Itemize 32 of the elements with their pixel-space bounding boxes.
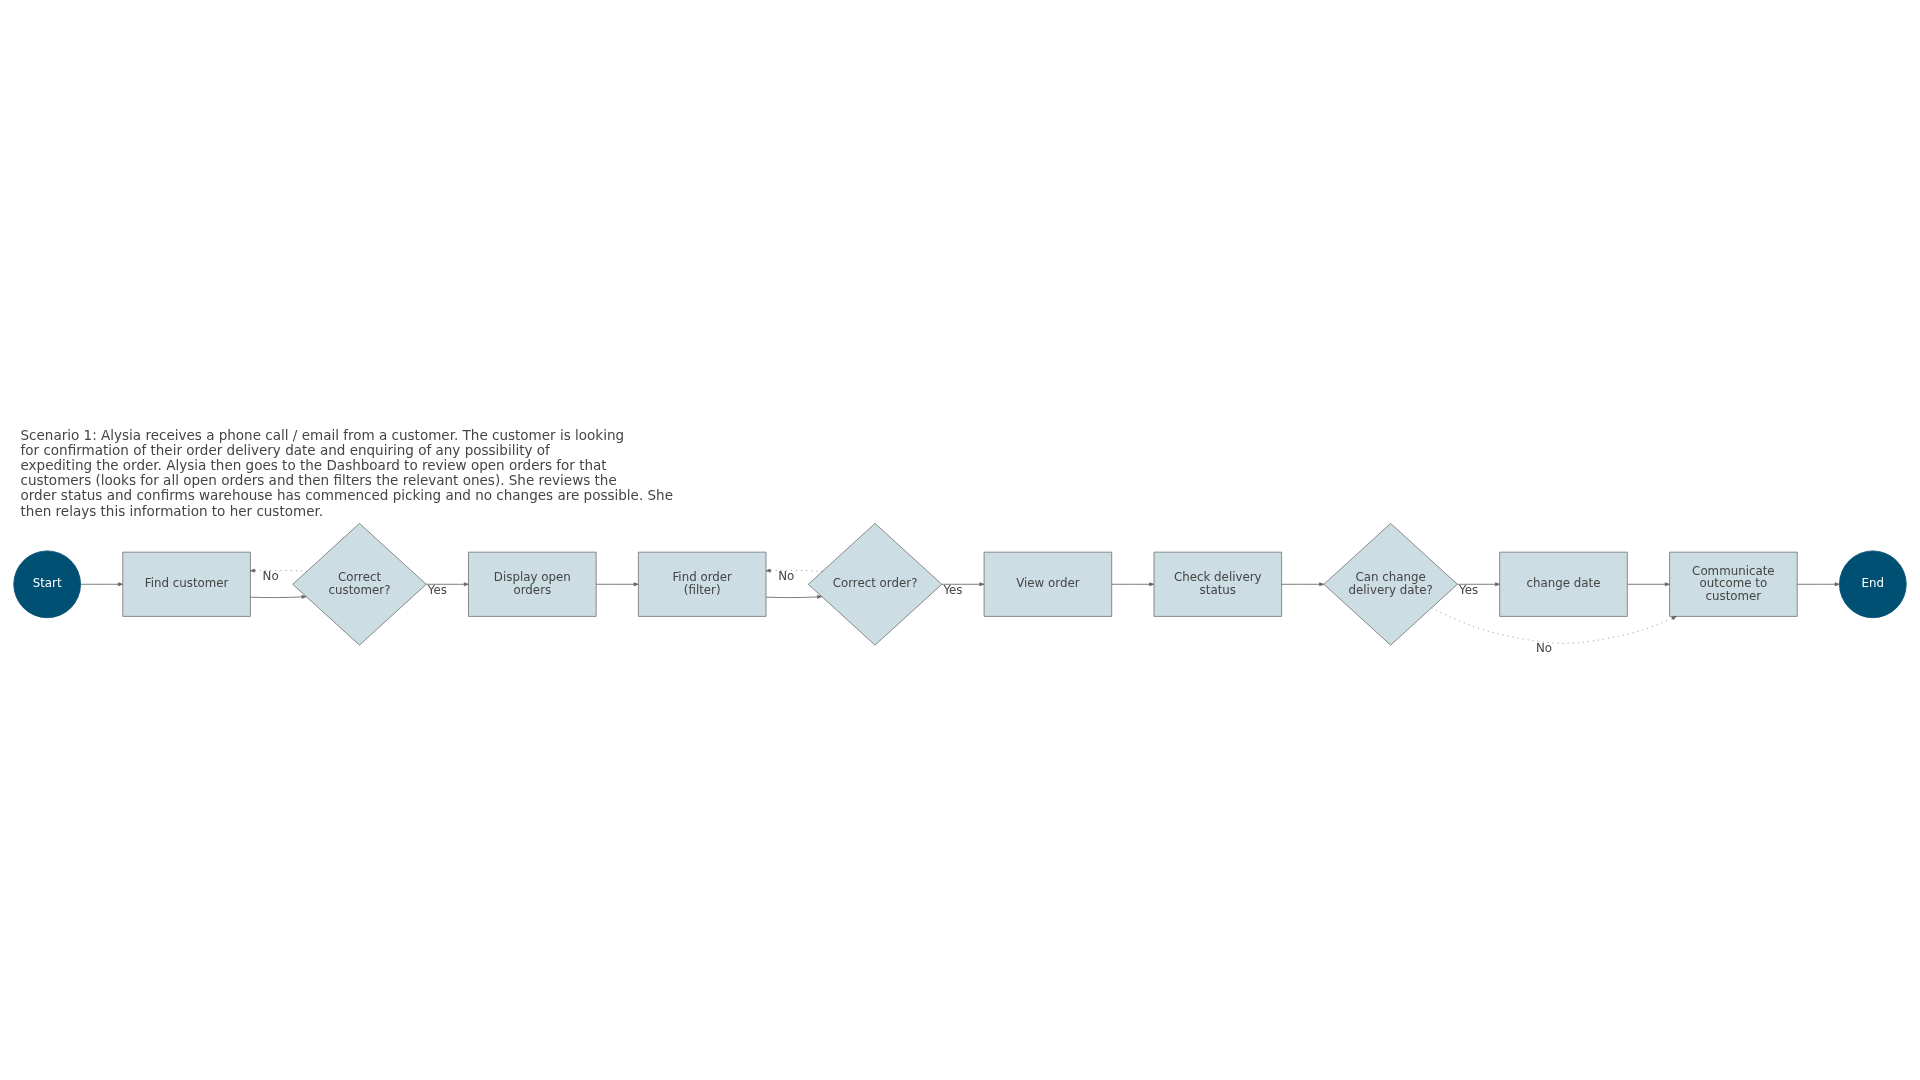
node-diamond: Can change delivery date? [1323,522,1458,646]
diagram-title: Scenario 1: Alysia receives a phone call / email from a customer. The customer is looking for confirmation of their order delivery date and enquiring of any possibility of expediting the order. Alysia then goes to the Dashboard to review open orders for that customers (looks for all open orders and then filters the relevant ones). She reviews the order status and confirms warehouse has commenced picking and no changes are possible. She then relays this information to her customer. [20,426,673,519]
node-box: Find order (filter) [637,551,767,617]
node-box: Display open orders [468,551,597,617]
arrow [1457,581,1500,586]
edge-label: Yes [427,582,447,597]
arrow [80,581,123,586]
node-circle: Start [13,549,81,618]
node-circle: End [1839,549,1907,618]
arrow [250,594,307,599]
arrow [1281,581,1325,586]
arrow [1111,581,1155,586]
node-box: Check delivery status [1153,551,1283,617]
arrow [1627,581,1670,586]
arrow [595,581,639,586]
node-box: change date [1499,551,1628,617]
arrow [250,568,308,573]
node-diamond: Correct customer? [292,522,427,646]
arrow [765,568,823,573]
node-diamond: Correct order? [807,522,943,646]
edge-label: No [1535,640,1553,655]
edge-label: No [778,568,795,583]
arrow [425,581,469,586]
edge-label: Yes [1459,582,1479,597]
arrow [765,594,823,599]
node-box: Find customer [122,551,251,617]
node-box: Communicate outcome to customer [1669,551,1798,617]
edge-label: No [262,568,279,583]
edge-label: Yes [943,582,963,597]
arrow [941,581,985,586]
arrow [1797,581,1840,586]
node-box: View order [983,551,1113,617]
